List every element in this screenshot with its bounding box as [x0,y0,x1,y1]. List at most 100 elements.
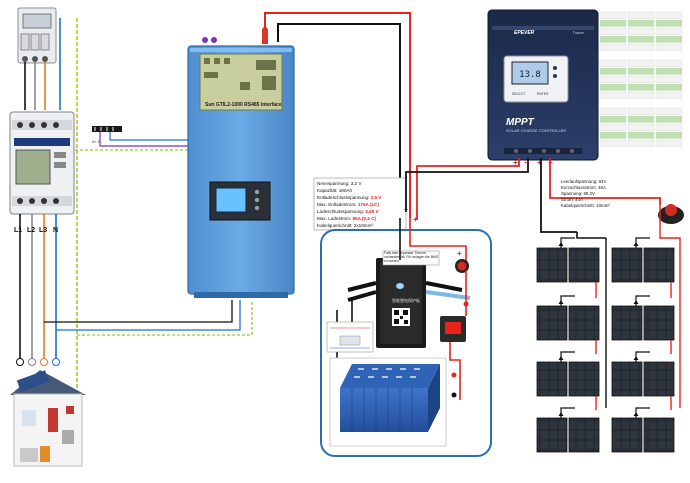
solar-spec-line: Kurzschlussstrom: 46A [561,185,606,190]
battery-spec-line: Entladeschlussspannung: 2,5 V [317,195,382,200]
status-table-cell [599,91,627,99]
panel-wire [635,295,650,306]
svg-text:A+ B-: A+ B- [92,139,103,144]
status-table-cell [655,67,683,75]
status-table-cell [627,59,655,67]
solar-panel [643,361,675,397]
status-table-cell [627,27,655,35]
mppt-subtitle: SOLAR CHARGE CONTROLLER [506,128,566,133]
status-table-cell [655,139,683,147]
status-table-cell [655,43,683,51]
panel-wire-arrow [633,242,639,246]
solar-panel [611,361,643,397]
status-table-cell [599,35,627,43]
bms-wiring-diagram-thumb [326,321,374,353]
solar-panel [643,247,675,283]
solar-panel [611,305,643,341]
panel-wire-arrow [558,242,564,246]
status-table-cell [599,27,627,35]
solar-panel [611,247,643,283]
status-table-cell [599,123,627,131]
mppt-button-enter: ENTER [537,92,549,96]
solar-panel [536,361,568,397]
status-table-cell [655,91,683,99]
status-table-cell [599,83,627,91]
svg-text:+: + [537,158,542,167]
status-table-cell [599,43,627,51]
status-table-cell [655,19,683,27]
bms-note-text: Falls kein separater Trenner vorhanden i… [384,251,439,263]
status-table-cell [599,75,627,83]
battery-spec-line: Max. Ladestrom: 85A (0,5 C) [317,216,377,221]
status-table-cell [627,11,655,19]
solar-panel [536,417,568,453]
panel-wire [635,351,650,362]
bms-note: Falls kein separater Trenner vorhanden i… [382,250,440,266]
mppt-charge-controller: EPEVER Tracer 13.8 SELECT ENTER MPPT SOL… [487,9,599,161]
mppt-brand: EPEVER [514,30,535,36]
panel-wire-arrow [558,412,564,416]
rs485-adapter [92,126,122,132]
status-table-cell [599,107,627,115]
status-table-cell [627,75,655,83]
status-table-cell [627,107,655,115]
battery-spec-line: Nennspannung: 3,2 V [317,181,362,186]
solar-panel [536,247,568,283]
status-table-cell [627,35,655,43]
battery-system-frame [320,229,492,457]
status-table-cell [599,131,627,139]
status-table-cell [627,43,655,51]
phase-label-l3: L3 [39,227,47,234]
status-table-cell [655,115,683,123]
status-table-cell [655,123,683,131]
mppt-model: Tracer [573,30,585,35]
status-table-cell [627,131,655,139]
bms-label: 智能锂电保护板 [392,297,420,303]
svg-text:+: + [513,158,518,167]
mppt-status-table [599,11,683,147]
inverter-board-label: Sun GTIL2-1000 RS485 Interface [205,102,282,108]
status-table-cell [627,83,655,91]
svg-text:−: − [524,158,529,167]
panel-wire-arrow [633,300,639,304]
panel-wire-arrow [633,412,639,416]
pv-disconnect-switch [658,204,684,224]
status-table-cell [599,19,627,27]
panel-wire [635,407,650,418]
solar-panel [568,361,600,397]
battery-spec-line: Ladeschlussspannung: 3,65 V [317,209,379,214]
battery-spec-line: Kabelquerschnitt: 2x10mm² [317,223,373,228]
panel-wire [560,295,575,306]
bms-unit: 智能锂电保护板 [376,258,426,348]
status-table-cell [655,59,683,67]
status-table-cell [627,123,655,131]
status-table-cell [655,11,683,19]
status-table-cell [627,115,655,123]
solar-spec-box: Leerlaufspannung: 84V Kurzschlussstrom: … [561,179,610,208]
status-table-cell [627,91,655,99]
battery-fuse [440,316,466,342]
status-table-cell [655,131,683,139]
battery-disconnect-switch [455,259,469,273]
solar-panel [568,305,600,341]
solar-spec-line: Spannung: 69,2V [561,191,595,196]
panel-wire-arrow [633,356,639,360]
solar-panel-array [536,205,681,453]
status-table-cell [599,67,627,75]
battery-spec-box: Nennspannung: 3,2 V Kapazität: 180Ah Ent… [313,177,407,231]
string-wire [659,205,681,408]
status-table-cell [655,75,683,83]
phase-label-l1: L1 [14,227,22,234]
lifepo4-battery-pack [329,357,447,447]
house-illustration [10,370,86,467]
mppt-screen-value: 13.8 [519,70,541,80]
status-table-cell [599,139,627,147]
energy-meter [9,111,75,215]
solar-spec-line: Strom: 44A [561,197,583,202]
battery-spec-line: Max. Entladestrom: 176A (1C) [317,202,379,207]
mppt-title: MPPT [506,117,535,128]
phase-label-l2: L2 [27,227,35,234]
solar-panel [611,417,643,453]
solar-panel [643,305,675,341]
